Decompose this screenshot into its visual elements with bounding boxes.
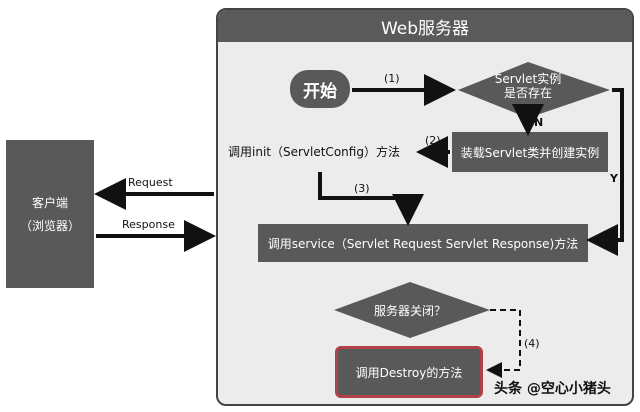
web-server-title: Web服务器 [218,10,632,42]
yes-label: Y [610,172,618,185]
server-closed-diamond [334,282,490,338]
step1-label: (1) [384,72,400,85]
arrow-yes-to-service [586,88,624,256]
arrow-closed-to-destroy [486,309,521,378]
servlet-exists-line1: Servlet实例 [494,72,562,86]
no-label: N [534,116,544,129]
step4-label: (4) [524,337,540,350]
init-label: 调用init（ServletConfig）方法 [228,145,400,159]
request-label: Request [128,176,173,189]
service-box: 调用service（Servlet Request Servlet Respon… [258,224,588,262]
start-node: 开始 [290,70,350,108]
step2-label: (2) [425,134,441,147]
destroy-box: 调用Destroy的方法 [335,346,483,398]
arrow-init-to-service [318,172,424,226]
servlet-exists-diamond [458,62,610,118]
servlet-exists-label: Servlet实例 是否存在 [478,72,578,100]
web-server-frame: Web服务器 [216,8,634,406]
load-servlet-box: 装载Servlet类并创建实例 [452,132,608,172]
watermark: 头条 @空心小猪头 [494,381,611,397]
client-label: 客户端 [31,196,68,210]
client-box: 客户端 （浏览器） [6,140,94,288]
server-closed-label: 服务器关闭？ [373,304,446,318]
servlet-exists-line2: 是否存在 [503,86,552,100]
step3-label: (3) [354,182,370,195]
response-label: Response [122,218,175,231]
client-sublabel: （浏览器） [19,219,80,233]
